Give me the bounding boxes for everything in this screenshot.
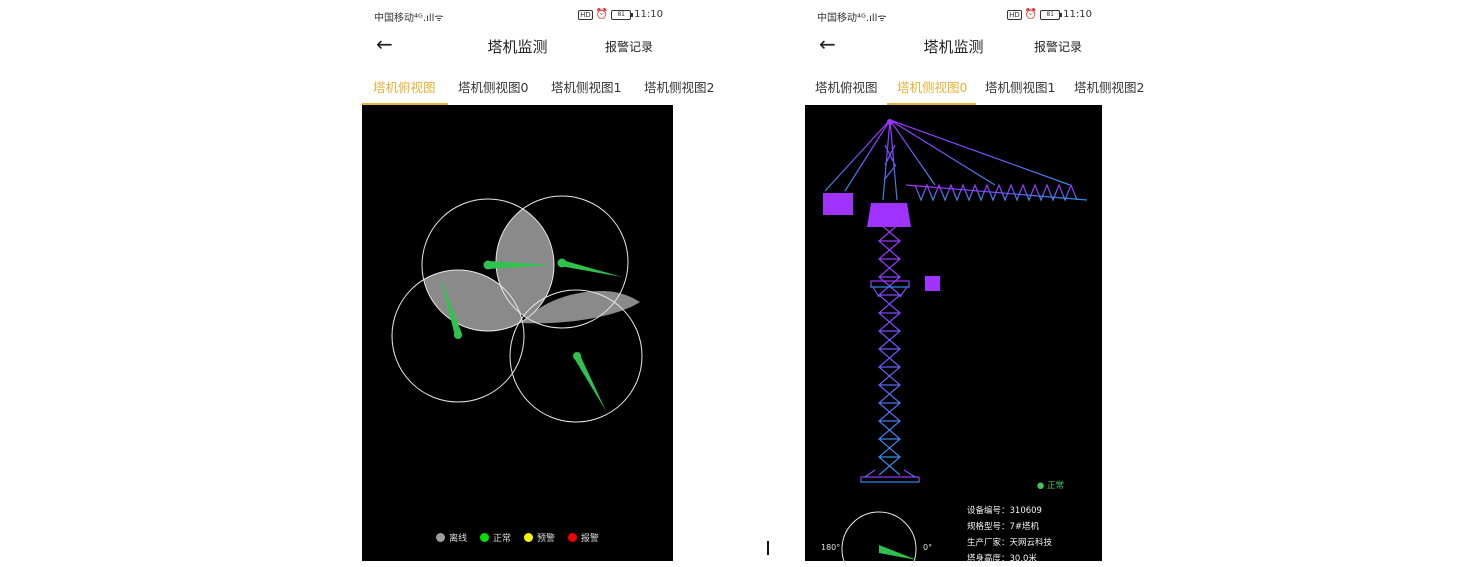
text-cursor <box>767 541 769 555</box>
phone-screen-side-view: 中国移动⁴ᴳ.ıllᯤ HD ⏰ 81 11:10 ← 塔机监测 报警记录 塔机… <box>805 0 1144 567</box>
operator-cab <box>867 203 911 227</box>
wifi-icon: ᯤ <box>877 13 887 24</box>
tab-side-view-0[interactable]: 塔机侧视图0 <box>458 80 529 95</box>
alarm-records-button[interactable]: 报警记录 <box>1033 40 1082 54</box>
rotation-gauge-pointer <box>879 545 917 560</box>
legend-offline: 离线 <box>436 531 467 544</box>
counterweight-block <box>823 193 853 215</box>
crane-pivot-4 <box>573 352 581 360</box>
crane-pivot-3 <box>454 331 462 339</box>
manufacturer: 生产厂家：天网云科技 <box>967 538 1053 548</box>
legend-label: 正常 <box>493 534 512 544</box>
legend-dot-icon <box>436 533 446 542</box>
legend-alarm: 报警 <box>567 531 599 544</box>
model-spec: 规格型号：7#塔机 <box>967 522 1040 532</box>
crane-status-label: ● 正常 <box>1036 481 1064 491</box>
hd-icon: HD <box>578 9 593 20</box>
crane-pivot-2 <box>557 258 567 268</box>
carrier-text: 中国移动 <box>374 13 414 24</box>
wifi-icon: ᯤ <box>434 13 444 24</box>
page-title: 塔机监测 <box>487 38 548 56</box>
overlap-region-b-d <box>522 291 640 324</box>
signal-icon: ⁴ᴳ.ıll <box>857 13 878 24</box>
tab-top-view[interactable]: 塔机俯视图 <box>815 80 878 95</box>
hd-icon: HD <box>1007 9 1022 20</box>
alarm-clock-icon: ⏰ <box>1024 9 1038 20</box>
top-view-canvas: 离线 正常 预警 报警 <box>362 105 673 561</box>
crane-range-circle-3 <box>391 269 525 403</box>
battery-icon: 81 <box>1040 9 1063 20</box>
crane-jib-4 <box>574 355 606 411</box>
tab-side-view-0[interactable]: 塔机侧视图0 <box>897 80 968 95</box>
legend-normal: 正常 <box>480 531 511 544</box>
signal-icon: ⁴ᴳ.ıll <box>414 13 435 24</box>
status-time: 11:10 <box>1063 9 1092 20</box>
legend-label: 离线 <box>449 534 468 544</box>
active-tab-indicator <box>887 103 976 105</box>
phone-screen-top-view: 中国移动⁴ᴳ.ıllᯤ HD ⏰ 81 11:10 ← 塔机监测 报警记录 塔机… <box>362 0 714 561</box>
app-bar: ← 塔机监测 报警记录 <box>805 30 1102 62</box>
back-arrow-icon[interactable]: ← <box>819 32 836 56</box>
angle-label-180: 180° <box>821 543 841 552</box>
status-legend: 离线 正常 预警 报警 <box>362 531 673 544</box>
tower-height: 塔身高度：30.0米 <box>967 554 1037 564</box>
crane-solid-parts <box>823 119 940 291</box>
angle-label-0: 0° <box>923 543 933 552</box>
crane-jib-2 <box>560 260 622 277</box>
legend-dot-icon <box>523 533 533 542</box>
crane-range-circle-4 <box>509 289 643 423</box>
rotation-gauge-circle <box>841 511 917 567</box>
carrier-label: 中国移动⁴ᴳ.ıllᯤ <box>374 9 444 24</box>
view-tabs: 塔机俯视图 塔机侧视图0 塔机侧视图1 塔机侧视图2 <box>362 72 714 105</box>
carrier-label: 中国移动⁴ᴳ.ıllᯤ <box>817 9 887 24</box>
legend-dot-icon <box>567 533 577 542</box>
crane-pivot-1 <box>483 260 493 270</box>
battery-icon: 81 <box>611 9 634 20</box>
tab-side-view-1[interactable]: 塔机侧视图1 <box>551 80 622 95</box>
crane-structure <box>821 119 1088 483</box>
side-view-canvas: ● 正常 设备编号：310609 规格型号：7#塔机 生产厂家：天网云科技 塔身… <box>805 105 1102 567</box>
legend-dot-icon <box>480 533 490 542</box>
legend-warning: 预警 <box>523 531 555 544</box>
tower-apex <box>887 119 893 125</box>
tab-side-view-1[interactable]: 塔机侧视图1 <box>985 80 1056 95</box>
device-id: 设备编号：310609 <box>967 506 1042 516</box>
legend-label: 报警 <box>580 534 599 544</box>
crane-jib-3 <box>440 276 462 336</box>
crane-range-circle-1 <box>421 198 555 332</box>
legend-label: 预警 <box>536 534 555 544</box>
tab-side-view-2[interactable]: 塔机侧视图2 <box>644 80 715 95</box>
app-bar: ← 塔机监测 报警记录 <box>362 30 673 62</box>
crane-hook-load <box>925 276 940 291</box>
active-tab-indicator <box>362 103 448 105</box>
tab-top-view[interactable]: 塔机俯视图 <box>373 80 436 95</box>
alarm-clock-icon: ⏰ <box>595 9 609 20</box>
status-bar: 中国移动⁴ᴳ.ıllᯤ HD ⏰ 81 11:10 <box>362 9 673 24</box>
crane-info-panel: 设备编号：310609 规格型号：7#塔机 生产厂家：天网云科技 塔身高度：30… <box>967 503 1052 567</box>
alarm-records-button[interactable]: 报警记录 <box>604 40 653 54</box>
crane-top-view-diagram <box>391 195 643 423</box>
overlap-region-a-b <box>496 199 554 328</box>
back-arrow-icon[interactable]: ← <box>376 32 393 56</box>
status-bar: 中国移动⁴ᴳ.ıllᯤ HD ⏰ 81 11:10 <box>805 9 1102 24</box>
carrier-text: 中国移动 <box>817 13 857 24</box>
tower-crane-diagram <box>821 119 1088 567</box>
status-time: 11:10 <box>634 9 663 20</box>
tab-side-view-2[interactable]: 塔机侧视图2 <box>1074 80 1145 95</box>
page-title: 塔机监测 <box>923 38 984 56</box>
crane-jib-1 <box>488 261 552 269</box>
view-tabs: 塔机俯视图 塔机侧视图0 塔机侧视图1 塔机侧视图2 <box>805 72 1144 105</box>
